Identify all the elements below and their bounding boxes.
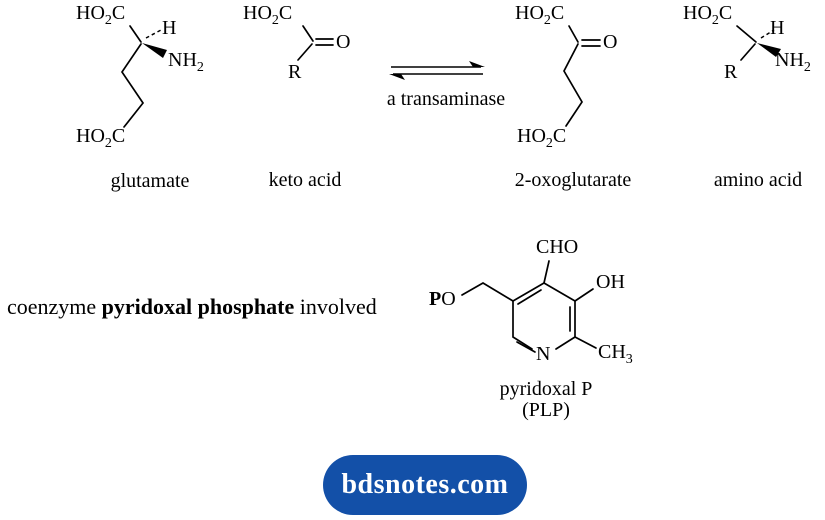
coenzyme-note: coenzyme pyridoxal phosphate involved — [7, 294, 377, 319]
glutamate-acid-top: HO2C — [76, 2, 126, 28]
dashed-bond-h — [145, 29, 162, 39]
glutamate-amine: NH2 — [168, 49, 204, 75]
formula-sub: 2 — [803, 60, 811, 75]
amino-acid-r-label: R — [724, 61, 738, 83]
keto-acid-bonds — [297, 25, 334, 61]
bond — [129, 25, 142, 43]
formula-sub: 2 — [271, 13, 279, 28]
plp-name: pyridoxal P — [499, 378, 593, 400]
keto-acid-oxygen: O — [336, 31, 351, 53]
bond — [736, 25, 757, 43]
formula-text: C — [550, 2, 565, 24]
formula-text: C — [111, 2, 126, 24]
amino-acid-name: amino acid — [713, 169, 803, 191]
glutamate-name: glutamate — [110, 170, 190, 192]
reverse-arrow-head — [389, 74, 405, 80]
glutamate-h-label: H — [162, 17, 177, 39]
oxoglutarate-acid-top: HO2C — [515, 2, 565, 28]
oxoglutarate-name: 2-oxoglutarate — [514, 169, 632, 191]
formula-text: C — [718, 2, 733, 24]
plp-phosphate-label: PO — [429, 289, 456, 309]
formula-sub: 2 — [543, 13, 551, 28]
formula-text: NH — [168, 49, 197, 71]
formula-sub: 2 — [104, 136, 112, 151]
formula-text: C — [111, 125, 126, 147]
glutamate-acid-bottom: HO2C — [76, 125, 126, 151]
formula-text: C — [552, 125, 567, 147]
amino-acid-acid-top: HO2C — [683, 2, 733, 28]
ring-double-c4c5 — [517, 289, 542, 305]
bond-to-ch3 — [574, 336, 597, 349]
phosphate-p: P — [429, 288, 442, 310]
formula-text: HO — [76, 125, 105, 147]
bond-to-r — [297, 43, 313, 61]
enzyme-label: a transaminase — [386, 88, 506, 110]
bdsnotes-badge[interactable]: bdsnotes.com — [323, 455, 527, 515]
plp-methyl-label: CH3 — [598, 341, 633, 367]
formula-text: HO — [243, 2, 272, 24]
formula-text: HO — [76, 2, 105, 24]
coenzyme-note-bold: pyridoxal phosphate — [101, 294, 295, 319]
glutamate-bonds — [120, 25, 167, 128]
formula-sub: 2 — [196, 60, 204, 75]
formula-text: HO — [517, 125, 546, 147]
ring-double-nc6 — [516, 341, 536, 353]
chain-bond — [563, 43, 584, 127]
formula-text: NH — [775, 49, 804, 71]
plp-abbreviation: (PLP) — [522, 399, 570, 421]
plp-bonds — [461, 260, 597, 353]
plp-ring-nitrogen: N — [536, 343, 551, 365]
coenzyme-note-suffix: involved — [294, 294, 377, 319]
plp-cho-label: CHO — [536, 236, 579, 258]
bond-to-r — [740, 43, 756, 61]
wedge-bond-nh2 — [142, 43, 167, 58]
phosphate-o: O — [441, 288, 456, 310]
oxoglutarate-bonds — [563, 25, 601, 127]
keto-acid-name: keto acid — [268, 169, 342, 191]
amino-acid-amine: NH2 — [775, 49, 811, 75]
ring-right — [543, 282, 576, 350]
bond — [302, 25, 314, 42]
formula-text: CH — [598, 341, 626, 363]
keto-acid-r-label: R — [288, 61, 302, 83]
wedge-bond-nh2 — [757, 43, 781, 57]
bdsnotes-badge-text: bdsnotes.com — [341, 469, 509, 500]
formula-text: HO — [515, 2, 544, 24]
dashed-bond-h — [760, 29, 775, 39]
keto-acid-acid-top: HO2C — [243, 2, 293, 28]
amino-acid-bonds — [736, 25, 781, 61]
forward-arrow-head — [469, 61, 485, 67]
formula-sub: 3 — [625, 352, 633, 367]
formula-sub: 2 — [711, 13, 719, 28]
oxoglutarate-acid-bottom: HO2C — [517, 125, 567, 151]
bond-to-oh — [574, 288, 594, 302]
bond-to-cho — [543, 260, 550, 284]
formula-text: C — [278, 2, 293, 24]
ring-left — [512, 282, 545, 350]
formula-sub: 2 — [545, 136, 553, 151]
formula-text: HO — [683, 2, 712, 24]
coenzyme-note-prefix: coenzyme — [7, 294, 102, 319]
plp-oh-label: OH — [596, 271, 625, 293]
chain-bond — [120, 43, 145, 128]
formula-sub: 2 — [104, 13, 112, 28]
amino-acid-h-label: H — [770, 17, 785, 39]
bond-to-phosphate — [461, 282, 514, 302]
equilibrium-arrows — [389, 61, 485, 80]
oxoglutarate-oxygen: O — [603, 31, 618, 53]
bond — [568, 25, 579, 43]
